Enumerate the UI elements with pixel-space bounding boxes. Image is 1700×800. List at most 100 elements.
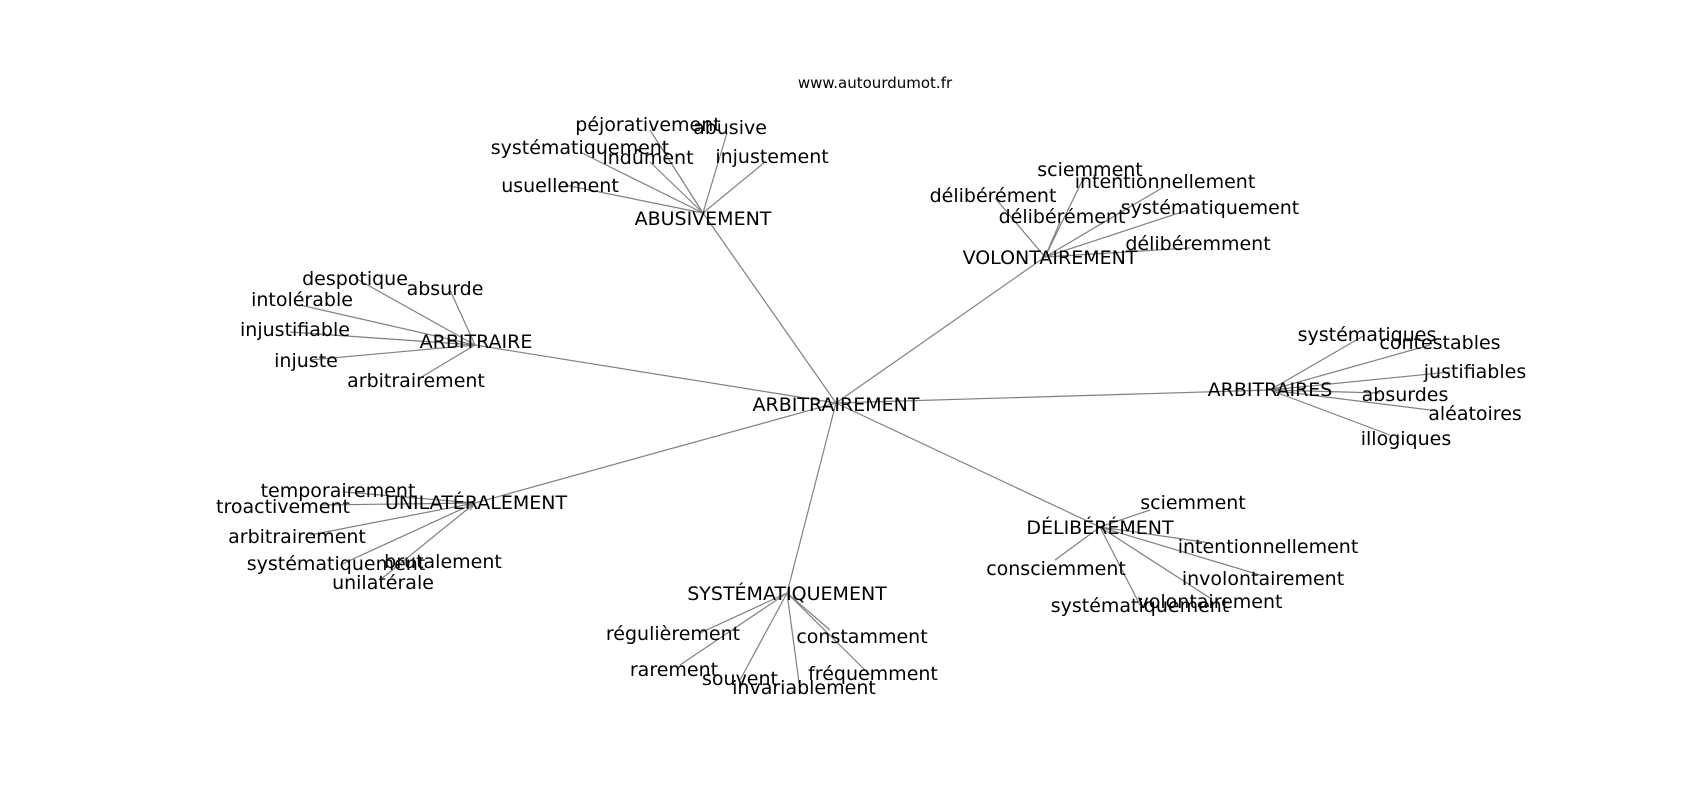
edge-center-hub: [474, 344, 837, 404]
hub-word-node[interactable]: VOLONTAIREMENT: [963, 247, 1138, 269]
edge-hub-word: [1099, 526, 1211, 544]
related-word-node[interactable]: temporairement: [261, 480, 416, 502]
hub-word-node[interactable]: SYSTÉMATIQUEMENT: [687, 582, 887, 605]
related-word-node[interactable]: indûment: [602, 147, 693, 169]
related-word-node[interactable]: injuste: [274, 350, 338, 372]
edge-hub-word: [739, 592, 788, 681]
related-word-node[interactable]: absurdes: [1362, 384, 1449, 406]
related-word-node[interactable]: involontairement: [1182, 568, 1344, 590]
edge-center-hub: [835, 389, 1271, 404]
center-word-node[interactable]: ARBITRAIREMENT: [753, 394, 920, 416]
edge-hub-word: [994, 197, 1046, 258]
related-word-node[interactable]: rarement: [630, 659, 718, 681]
edge-center-hub: [702, 212, 837, 404]
edge-hub-word: [1044, 174, 1086, 258]
edge-hub-word: [786, 592, 801, 691]
related-word-node[interactable]: délibérément: [930, 185, 1057, 207]
edge-hub-word: [702, 161, 766, 214]
edge-hub-word: [649, 161, 704, 214]
related-word-node[interactable]: absurde: [407, 278, 484, 300]
edge-hub-word: [449, 289, 476, 346]
related-word-node[interactable]: volontairement: [1138, 591, 1283, 613]
related-word-node[interactable]: délibérément: [999, 206, 1126, 228]
edge-hub-word: [1099, 509, 1151, 528]
edge-hub-word: [564, 184, 704, 214]
site-watermark: www.autourdumot.fr: [798, 74, 953, 92]
edge-hub-word: [699, 592, 788, 634]
related-word-node[interactable]: illogiques: [1361, 428, 1452, 450]
edge-hub-word: [309, 344, 476, 361]
related-word-node[interactable]: systématiques: [1298, 324, 1437, 346]
edge-hub-word: [344, 491, 476, 504]
related-word-node[interactable]: constamment: [796, 626, 927, 648]
edge-center-hub: [474, 402, 837, 504]
related-word-node[interactable]: injustifiable: [240, 319, 350, 341]
hub-word-node[interactable]: UNILATÉRALEMENT: [385, 491, 568, 514]
related-word-node[interactable]: intentionnellement: [1075, 171, 1256, 193]
edge-hub-word: [1269, 334, 1366, 391]
related-word-node[interactable]: systématiquement: [1121, 197, 1300, 219]
edge-hub-word: [1099, 526, 1141, 606]
edge-center-hub: [835, 402, 1101, 528]
edge-hub-word: [1044, 247, 1191, 258]
hub-word-node[interactable]: DÉLIBÉRÉMENT: [1026, 516, 1174, 539]
related-word-node[interactable]: usuellement: [501, 175, 619, 197]
related-word-node[interactable]: intentionnellement: [1178, 536, 1359, 558]
edge-center-hub: [786, 402, 837, 594]
related-word-node[interactable]: systématiquement: [247, 553, 426, 575]
edge-hub-word: [379, 502, 476, 581]
hub-word-node[interactable]: ARBITRAIRE: [420, 331, 533, 353]
edge-hub-word: [1269, 389, 1431, 411]
edge-hub-word: [1044, 209, 1189, 258]
related-word-node[interactable]: sciemment: [1140, 492, 1246, 514]
related-word-node[interactable]: invariablement: [732, 677, 876, 699]
related-word-node[interactable]: despotique: [302, 268, 408, 290]
edge-hub-word: [299, 304, 476, 346]
hub-word-node[interactable]: ARBITRAIRES: [1208, 379, 1333, 401]
related-word-node[interactable]: unilatérale: [332, 572, 434, 594]
edge-hub-word: [1269, 389, 1381, 394]
edge-hub-word: [649, 129, 704, 214]
graph-labels: www.autourdumot.fr ARBITRAIREMENT ABUSIVE…: [216, 74, 1526, 699]
edge-hub-word: [702, 132, 728, 214]
related-word-node[interactable]: brutalement: [384, 551, 502, 573]
related-word-node[interactable]: péjorativement: [575, 114, 720, 136]
edge-hub-word: [319, 502, 476, 506]
related-word-node[interactable]: régulièrement: [606, 623, 740, 645]
related-word-node[interactable]: systématiquement: [491, 137, 670, 159]
related-word-node[interactable]: fréquemment: [808, 663, 938, 685]
edge-center-hub: [835, 256, 1046, 404]
related-word-node[interactable]: sciemment: [1037, 159, 1143, 181]
related-word-node[interactable]: intolérable: [251, 289, 353, 311]
edge-hub-word: [289, 331, 476, 346]
related-word-node[interactable]: troactivement: [216, 496, 350, 518]
hub-word-node[interactable]: ABUSIVEMENT: [635, 208, 772, 230]
edge-hub-word: [1269, 344, 1431, 391]
edge-hub-word: [1099, 526, 1261, 576]
edge-hub-word: [339, 502, 476, 566]
related-word-node[interactable]: contestables: [1379, 332, 1500, 354]
edge-hub-word: [1269, 389, 1391, 436]
edge-hub-word: [786, 592, 871, 676]
edge-hub-word: [679, 592, 788, 666]
related-word-node[interactable]: abusive: [693, 117, 767, 139]
related-word-node[interactable]: délibéremment: [1125, 233, 1270, 255]
related-word-node[interactable]: aléatoires: [1428, 403, 1522, 425]
edge-hub-word: [1054, 526, 1101, 561]
edge-hub-word: [1269, 371, 1451, 391]
edge-hub-word: [309, 502, 476, 536]
edge-hub-word: [1044, 187, 1163, 258]
related-word-node[interactable]: arbitrairement: [228, 526, 366, 548]
edge-hub-word: [419, 344, 476, 379]
graph-edges: [289, 129, 1451, 691]
related-word-node[interactable]: justifiables: [1423, 361, 1527, 383]
related-word-node[interactable]: arbitrairement: [347, 370, 485, 392]
related-word-node[interactable]: systématiquement: [1051, 595, 1230, 617]
related-word-node[interactable]: consciemment: [986, 558, 1126, 580]
edge-hub-word: [1044, 221, 1061, 258]
related-word-node[interactable]: injustement: [715, 146, 828, 168]
related-word-node[interactable]: souvent: [702, 668, 778, 690]
edge-hub-word: [1099, 526, 1211, 599]
edge-hub-word: [786, 592, 831, 631]
